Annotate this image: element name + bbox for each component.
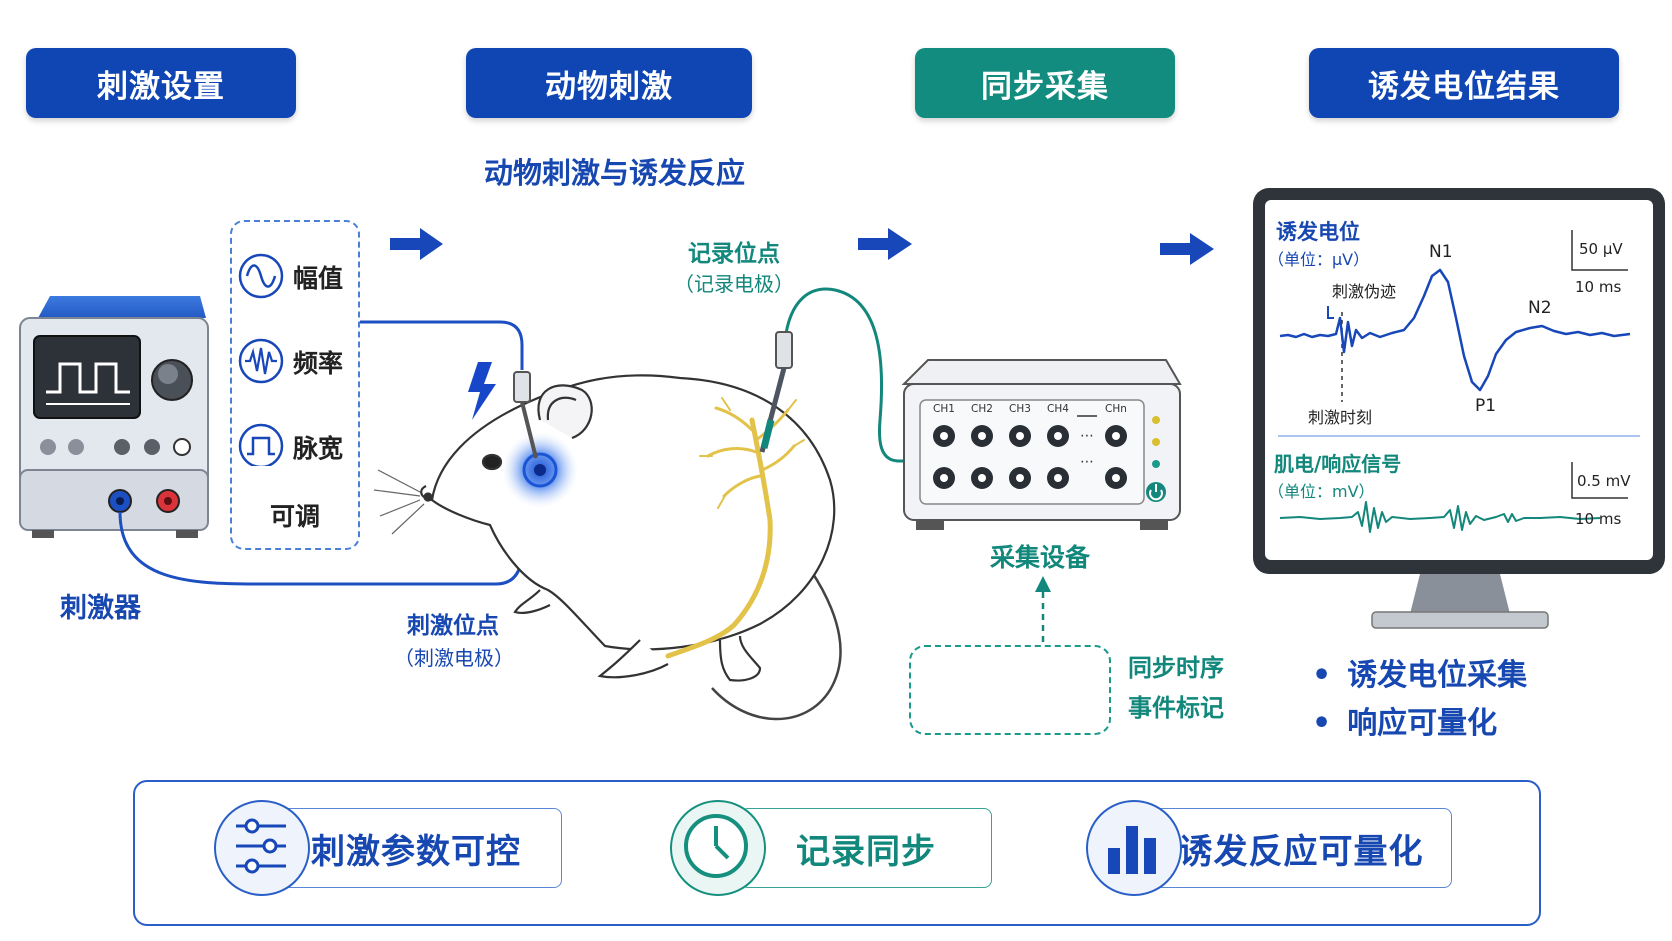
channel-label-4: CH4 [1047,403,1069,415]
frequency-wave-icon [238,338,284,384]
ep-title: 诱发电位 [1276,220,1360,244]
event-marker-label: 事件标记 [1128,694,1224,722]
result-bullet-ep-acquisition: 诱发电位采集 [1312,650,1527,694]
stim-artifact-label: 刺激伪迹 [1332,282,1397,301]
stim-site-sublabel: （刺激电极） [394,646,514,670]
param-pulse-width-label: 脉宽 [293,434,344,463]
emg-title: 肌电/响应信号 [1274,452,1402,476]
feature-sync-recording: 记录同步 [740,808,992,888]
sine-wave-icon [238,253,284,299]
stim-cable-upper [356,320,524,370]
flow-arrow-1 [390,228,443,260]
channel-label-1: CH1 [933,403,955,415]
record-cable [783,287,941,463]
square-wave-display [46,362,130,394]
feature-icon-sliders [214,800,310,896]
emg-scale-voltage: 0.5 mV [1577,472,1631,490]
sciatic-nerve [665,397,805,659]
emg-unit: （单位：mV） [1268,482,1375,501]
ep-scale-voltage: 50 μV [1579,240,1623,258]
header-animal-stimulation: 动物刺激 [466,48,752,118]
channel-label-3: CH3 [1009,403,1031,415]
stim-site-label: 刺激位点 [407,613,499,639]
param-amplitude-label: 幅值 [293,264,344,293]
params-adjustable-note: 可调 [270,502,321,531]
acquisition-label: 采集设备 [990,543,1091,572]
sync-timing-label: 同步时序 [1128,654,1224,682]
svg-text:⋯: ⋯ [1080,428,1094,444]
channel-label-2: CH2 [971,403,993,415]
section-subtitle: 动物刺激与诱发反应 [484,156,746,190]
peak-n1-label: N1 [1429,242,1453,262]
ep-waveform [1279,268,1631,392]
emg-scale-time: 10 ms [1575,510,1622,528]
feature-controllable-params: 刺激参数可控 [270,808,562,888]
stim-electrode [513,371,538,459]
peak-p1-label: P1 [1475,396,1497,416]
feature-quantifiable-response-label: 诱发反应可量化 [1178,831,1424,872]
record-site-sublabel: （记录电极） [674,272,794,296]
record-electrode [759,331,793,453]
param-icons [238,253,284,466]
header-stimulus-setup: 刺激设置 [26,48,296,118]
channel-label-n: CHn [1105,403,1127,415]
result-bullet-quantifiable: 响应可量化 [1312,698,1497,742]
acquisition-device: ⋯ ⋯ [901,359,1182,530]
record-site-label: 记录位点 [688,241,780,267]
feature-icon-clock [670,800,766,896]
header-ep-results: 诱发电位结果 [1309,48,1619,118]
ep-scale-time: 10 ms [1575,278,1622,296]
sync-timing-box [909,645,1111,735]
header-sync-acquisition: 同步采集 [915,48,1175,118]
stimulator-device [19,296,209,538]
feature-icon-bar-chart [1086,800,1182,896]
feature-controllable-params-label: 刺激参数可控 [311,831,521,872]
monitor [1253,188,1665,629]
emg-waveform [1279,501,1601,533]
flow-arrow-2 [858,228,912,260]
stimulator-label: 刺激器 [60,593,141,624]
peak-n2-label: N2 [1528,298,1552,318]
flow-arrow-3 [1160,233,1214,265]
stim-moment-label: 刺激时刻 [1308,408,1373,427]
channel-labels: CH1 CH2 CH3 CH4 CHn [933,403,1127,415]
param-frequency-label: 频率 [293,349,344,378]
pulse-width-icon [238,423,284,466]
stim-cable-lower [118,499,532,586]
feature-quantifiable-response: 诱发反应可量化 [1150,808,1452,888]
feature-sync-recording-label: 记录同步 [796,831,936,872]
ep-unit: （单位：μV） [1268,250,1370,269]
lightning-icon [468,362,496,420]
svg-text:⋯: ⋯ [1080,454,1094,470]
